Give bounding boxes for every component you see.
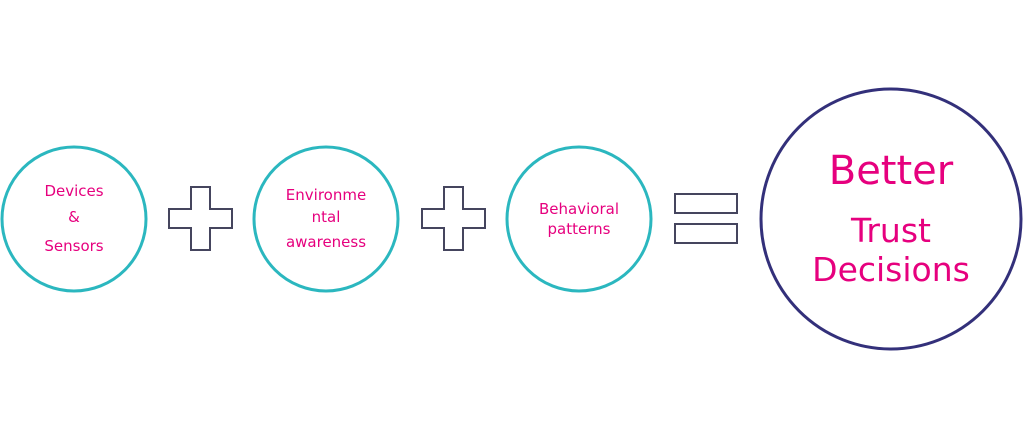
input-label-line: Sensors xyxy=(44,237,103,255)
result-circle xyxy=(759,87,1023,351)
result-label-line: Decisions xyxy=(812,250,970,289)
input-environmental-awareness: Environme ntal awareness xyxy=(252,145,400,293)
equals-icon xyxy=(674,193,738,244)
input-devices-sensors: Devices & Sensors xyxy=(0,145,148,293)
input-behavioral-patterns: Behavioral patterns xyxy=(505,145,653,293)
result-label-line: Better xyxy=(829,148,954,194)
input-circle xyxy=(505,145,653,293)
input-label-line: Environme xyxy=(286,186,366,204)
plus-icon xyxy=(421,186,486,251)
input-circle xyxy=(0,145,148,293)
input-label-line: Behavioral xyxy=(539,200,619,218)
input-label-line: & xyxy=(68,208,80,226)
input-label-line: Devices xyxy=(44,182,103,200)
input-label-line: patterns xyxy=(548,220,611,238)
plus-icon xyxy=(168,186,233,251)
result-label-line: Trust xyxy=(850,211,931,250)
input-label-line: awareness xyxy=(286,233,366,251)
input-label-line: ntal xyxy=(312,208,341,226)
input-circle xyxy=(252,145,400,293)
result-better-trust-decisions: Better Trust Decisions xyxy=(759,87,1023,351)
